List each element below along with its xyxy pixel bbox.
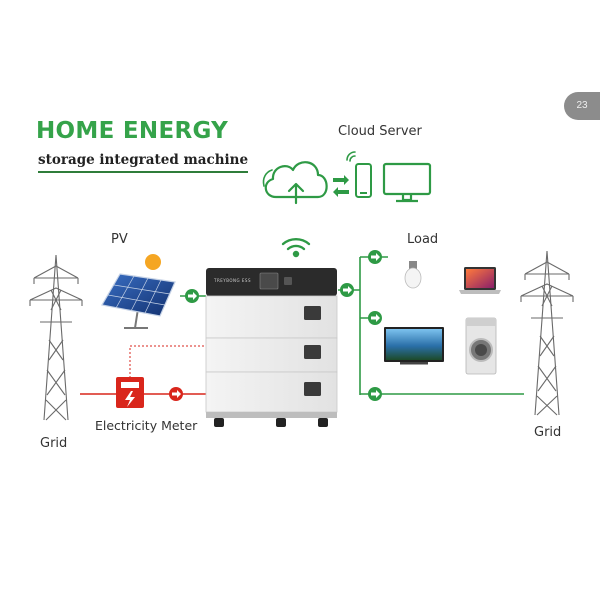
meter-arrow-badge — [169, 387, 183, 401]
light-bulb-icon — [404, 261, 422, 289]
pv-arrow-badge — [185, 289, 199, 303]
pv-label: PV — [111, 232, 128, 247]
sync-arrows-icon — [333, 175, 349, 197]
wifi-small-icon — [346, 151, 356, 162]
cabinet-wheels — [214, 418, 328, 427]
power-tower-icon — [29, 254, 83, 421]
battery-cabinet — [205, 268, 338, 427]
cabinet-display — [259, 272, 279, 290]
power-tower-icon — [520, 250, 574, 416]
smartphone-icon — [355, 163, 372, 198]
cabinet-brand-label: TREYBONG ESS — [214, 278, 251, 283]
grid-arrow-badge-right — [368, 387, 382, 401]
module-handle — [304, 345, 321, 359]
wifi-icon — [281, 238, 311, 258]
grid-right-label: Grid — [534, 425, 562, 440]
tv-icon — [384, 327, 444, 365]
module-handle — [304, 306, 321, 320]
diagram-title: HOME ENERGY — [36, 118, 229, 144]
cloud-server-label: Cloud Server — [338, 124, 422, 139]
module-handle — [304, 382, 321, 396]
monitor-icon — [382, 162, 432, 203]
electricity-meter-label: Electricity Meter — [95, 418, 198, 433]
load-arrow-badge-top — [368, 250, 382, 264]
laptop-icon — [459, 267, 501, 294]
load-label: Load — [407, 232, 439, 247]
cabinet-button — [284, 277, 292, 285]
electricity-meter-icon — [116, 377, 144, 408]
corner-badge: 23 — [564, 92, 600, 120]
load-arrow-badge-middle — [368, 311, 382, 325]
diagram-subtitle: storage integrated machine — [38, 152, 249, 173]
sun-icon — [145, 254, 161, 270]
solar-panel-icon — [101, 273, 176, 329]
washing-machine-icon — [465, 317, 497, 375]
cloud-upload-icon — [262, 161, 328, 205]
output-arrow-badge — [340, 283, 354, 297]
grid-left-label: Grid — [40, 436, 68, 451]
